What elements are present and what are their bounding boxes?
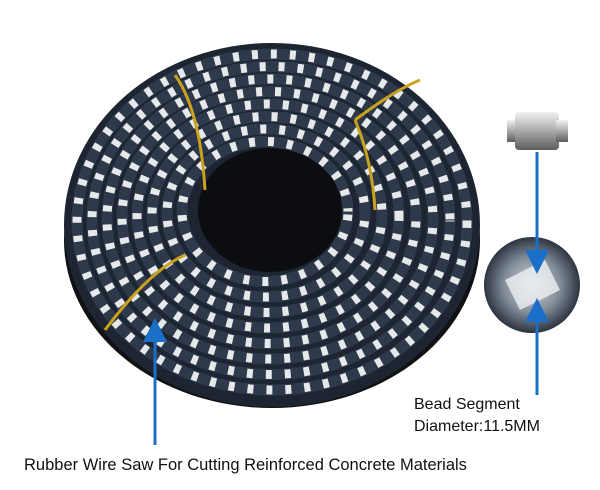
bead-ring	[132, 99, 404, 333]
bead-ring	[72, 49, 472, 395]
bead-ring	[117, 87, 421, 348]
bead-ring	[147, 112, 387, 317]
gold-straps	[103, 74, 421, 331]
bead-ring	[102, 74, 438, 364]
bead-ring	[87, 62, 455, 379]
bead-ring	[162, 124, 370, 302]
wire-coil	[64, 43, 480, 408]
bead-ring	[177, 137, 353, 286]
bead-segment-label: Bead Segment	[414, 396, 520, 413]
arrows	[143, 152, 549, 445]
diameter-label: Diameter:11.5MM	[414, 418, 540, 435]
product-caption: Rubber Wire Saw For Cutting Reinforced C…	[24, 456, 467, 474]
bead-closeup-circle	[484, 237, 580, 333]
bead-segment-image	[507, 112, 568, 150]
